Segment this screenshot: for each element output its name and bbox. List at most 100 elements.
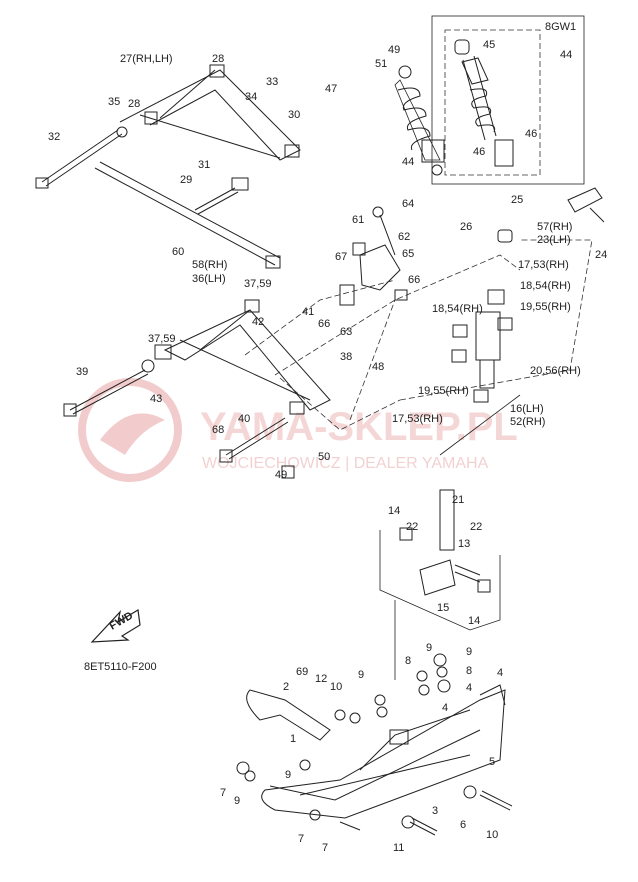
callout-label: 37,59	[244, 278, 272, 290]
callout-label: 34	[245, 91, 257, 103]
callout-label: 22	[470, 521, 482, 533]
callout-label: 48	[372, 361, 384, 373]
callout-label: 61	[352, 214, 364, 226]
callout-label: 62	[398, 231, 410, 243]
shock-absorber	[394, 65, 445, 176]
watermark-line1: YAMA-SKLEP.PL	[200, 405, 518, 449]
spindle-housing	[451, 187, 605, 403]
callout-label: 2	[283, 681, 289, 693]
fwd-arrow: FWD	[90, 609, 141, 643]
callout-label: 9	[466, 646, 472, 658]
callout-label: 37,59	[148, 333, 176, 345]
callout-label: 36(LH)	[192, 273, 226, 285]
callout-label: 14	[388, 505, 400, 517]
callout-label: 67	[335, 251, 347, 263]
callout-label: 7	[298, 833, 304, 845]
callout-label: 23(LH)	[537, 234, 571, 246]
callout-label: 44	[402, 156, 414, 168]
callout-label: 51	[375, 58, 387, 70]
callout-label: 35	[108, 96, 120, 108]
callout-label: 9	[358, 669, 364, 681]
callout-label: 4	[442, 702, 448, 714]
callout-label: 33	[266, 76, 278, 88]
callout-label: 29	[180, 174, 192, 186]
lower-a-arm	[154, 299, 331, 415]
callout-label: 66	[318, 318, 330, 330]
callout-label: 28	[128, 98, 140, 110]
callouts: 27(RH,LH)2828333435303231296049514744454…	[48, 39, 607, 854]
variant-box-label: 8GW1	[545, 21, 576, 33]
spindle-box	[379, 530, 501, 680]
callout-label: 41	[302, 306, 314, 318]
callout-label: 24	[595, 249, 607, 261]
callout-label: 49	[275, 469, 287, 481]
callout-label: 66	[408, 274, 420, 286]
callout-label: 44	[560, 49, 572, 61]
callout-label: 69	[296, 666, 308, 678]
bolt-32	[35, 126, 128, 189]
callout-label: 4	[497, 667, 503, 679]
callout-label: 64	[402, 198, 414, 210]
callout-label: 12	[315, 673, 327, 685]
callout-label: 39	[76, 366, 88, 378]
callout-label: 3	[432, 805, 438, 817]
callout-label: 17,53(RH)	[392, 413, 443, 425]
watermark: YAMA-SKLEP.PL WOJCIECHOWICZ | DEALER YAM…	[78, 378, 518, 482]
callout-label: 43	[150, 393, 162, 405]
callout-label: 32	[48, 131, 60, 143]
callout-label: 49	[388, 44, 400, 56]
callout-label: 46	[473, 146, 485, 158]
callout-label: 15	[437, 602, 449, 614]
callout-label: 10	[486, 829, 498, 841]
callout-label: 52(RH)	[510, 416, 545, 428]
shock-absorber-variant	[454, 39, 514, 167]
callout-label: 13	[458, 538, 470, 550]
callout-label: 7	[220, 787, 226, 799]
callout-label: 68	[212, 424, 224, 436]
ski-hardware	[236, 653, 513, 836]
bracket-62	[339, 206, 408, 306]
callout-label: 31	[198, 159, 210, 171]
diagram-code: 8ET5110-F200	[84, 661, 157, 673]
callout-label: 7	[322, 842, 328, 854]
callout-label: 63	[340, 326, 352, 338]
callout-label: 11	[393, 842, 404, 854]
ski	[246, 684, 506, 819]
callout-label: 19,55(RH)	[418, 385, 469, 397]
callout-label: 5	[489, 756, 495, 768]
variant-box: 8GW1	[431, 15, 585, 185]
callout-label: 9	[426, 642, 432, 654]
callout-label: 60	[172, 246, 184, 258]
callout-label: 27(RH,LH)	[120, 53, 173, 65]
callout-label: 47	[325, 83, 337, 95]
callout-label: 42	[252, 316, 264, 328]
callout-label: 17,53(RH)	[518, 259, 569, 271]
watermark-line2: WOJCIECHOWICZ | DEALER YAMAHA	[202, 455, 489, 472]
callout-label: 19,55(RH)	[520, 301, 571, 313]
callout-label: 8	[405, 655, 411, 667]
callout-label: 30	[288, 109, 300, 121]
bolt-39	[63, 359, 155, 417]
callout-label: 18,54(RH)	[432, 303, 483, 315]
callout-label: 21	[452, 494, 464, 506]
callout-label: 38	[340, 351, 352, 363]
bolt-68	[219, 417, 295, 479]
rod-60	[94, 161, 281, 269]
callout-label: 14	[468, 615, 480, 627]
bolt-29	[194, 177, 249, 215]
callout-label: 10	[330, 681, 342, 693]
callout-label: 58(RH)	[192, 259, 227, 271]
callout-label: 18,54(RH)	[520, 280, 571, 292]
callout-label: 20,56(RH)	[530, 365, 581, 377]
callout-label: 16(LH)	[510, 403, 544, 415]
callout-label: 46	[525, 128, 537, 140]
steering-column	[399, 394, 521, 596]
callout-label: 4	[466, 682, 472, 694]
callout-label: 28	[212, 53, 224, 65]
callout-label: 45	[483, 39, 495, 51]
callout-label: 6	[460, 819, 466, 831]
callout-label: 57(RH)	[537, 221, 572, 233]
callout-label: 25	[511, 194, 523, 206]
callout-label: 9	[285, 769, 291, 781]
